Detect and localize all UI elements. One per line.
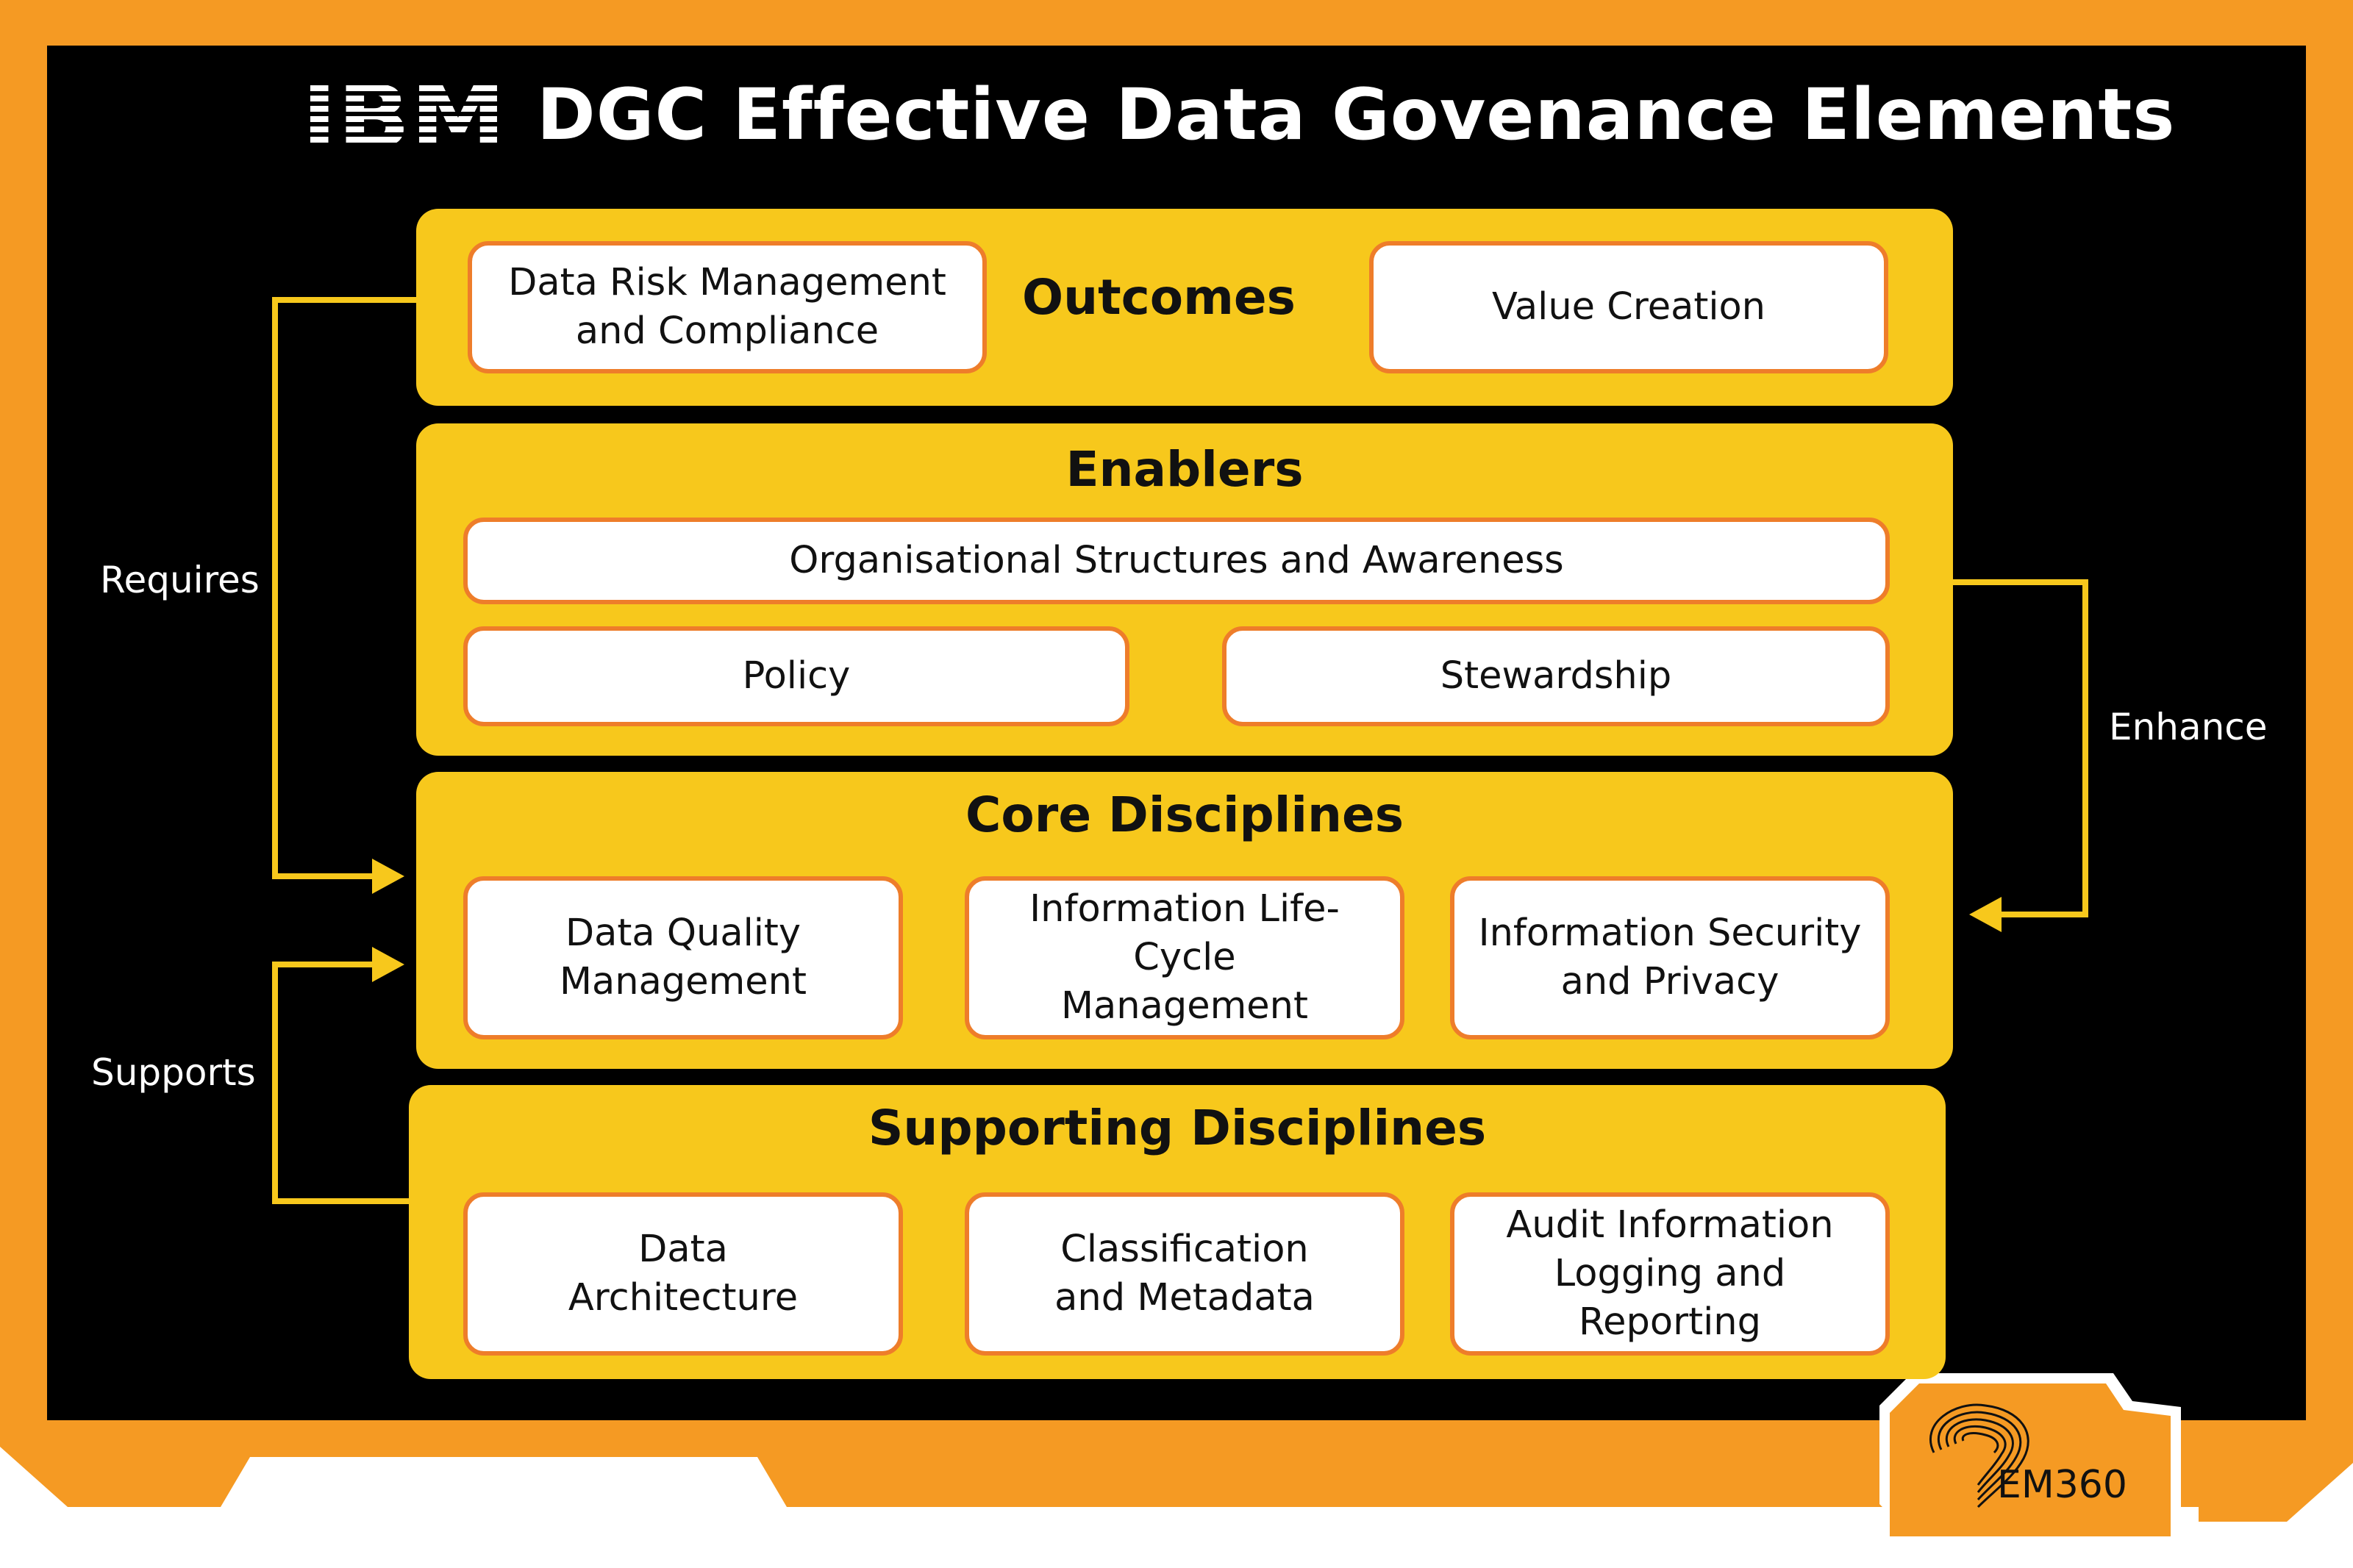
page-title: DGC Effective Data Govenance Elements xyxy=(537,74,2176,156)
enabler-box-policy: Policy xyxy=(463,626,1129,726)
outcomes-heading: Outcomes xyxy=(1022,269,1296,326)
supporting-box-audit-label: Audit Information Logging and Reporting xyxy=(1506,1203,1834,1344)
supporting-box-architecture-label: Data Architecture xyxy=(568,1228,799,1320)
em360-logo-icon xyxy=(1929,1403,2029,1508)
requires-arrowhead xyxy=(372,859,404,894)
supporting-heading: Supporting Disciplines xyxy=(868,1100,1487,1156)
core-box-quality: Data Quality Management xyxy=(463,876,903,1039)
core-box-quality-label: Data Quality Management xyxy=(560,912,807,1003)
supports-label: Supports xyxy=(91,1051,256,1094)
core-box-lifecycle-label: Information Life-Cycle Management xyxy=(1029,887,1340,1028)
enhance-connector xyxy=(1952,579,2088,917)
enhance-label: Enhance xyxy=(2109,706,2268,748)
supporting-box-audit: Audit Information Logging and Reporting xyxy=(1450,1192,1890,1356)
requires-connector xyxy=(272,297,416,879)
outcome-box-risk: Data Risk Management and Compliance xyxy=(468,241,987,373)
enabler-box-policy-label: Policy xyxy=(742,654,851,698)
enhance-arrowhead xyxy=(1969,897,2002,932)
enabler-box-stewardship: Stewardship xyxy=(1222,626,1890,726)
supports-connector xyxy=(272,962,409,1204)
ibm-logo-stripes xyxy=(301,81,507,147)
supporting-box-architecture: Data Architecture xyxy=(463,1192,903,1356)
outcome-box-value-label: Value Creation xyxy=(1491,285,1766,329)
supports-arrowhead xyxy=(372,947,404,982)
core-box-security-label: Information Security and Privacy xyxy=(1478,912,1862,1003)
enabler-box-org: Organisational Structures and Awareness xyxy=(463,518,1890,604)
enabler-box-stewardship-label: Stewardship xyxy=(1440,654,1672,698)
outcome-box-risk-label: Data Risk Management and Compliance xyxy=(508,261,946,353)
enablers-heading: Enablers xyxy=(1065,441,1304,498)
outcome-box-value: Value Creation xyxy=(1369,241,1888,373)
enabler-box-org-label: Organisational Structures and Awareness xyxy=(789,539,1564,582)
brand-name: EM360 xyxy=(1997,1463,2127,1507)
ibm-logo: IBM xyxy=(301,74,507,156)
supporting-box-classification: Classification and Metadata xyxy=(965,1192,1404,1356)
supporting-box-classification-label: Classification and Metadata xyxy=(1054,1228,1315,1320)
core-box-security: Information Security and Privacy xyxy=(1450,876,1890,1039)
core-box-lifecycle: Information Life-Cycle Management xyxy=(965,876,1404,1039)
requires-label: Requires xyxy=(100,559,260,601)
core-heading: Core Disciplines xyxy=(965,787,1404,843)
header: IBM DGC Effective Data Govenance Element… xyxy=(301,71,2175,159)
